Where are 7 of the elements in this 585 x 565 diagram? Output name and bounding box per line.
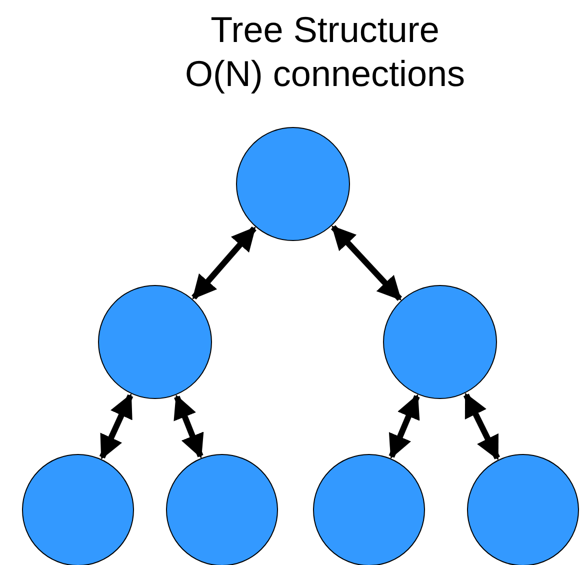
double-arrow — [192, 226, 256, 300]
diagram-title: Tree Structure O(N) connections — [184, 8, 466, 96]
double-arrow — [99, 393, 134, 460]
double-arrow — [174, 394, 204, 458]
double-arrow — [331, 225, 402, 301]
double-arrow — [463, 392, 500, 460]
double-arrow — [388, 394, 420, 459]
